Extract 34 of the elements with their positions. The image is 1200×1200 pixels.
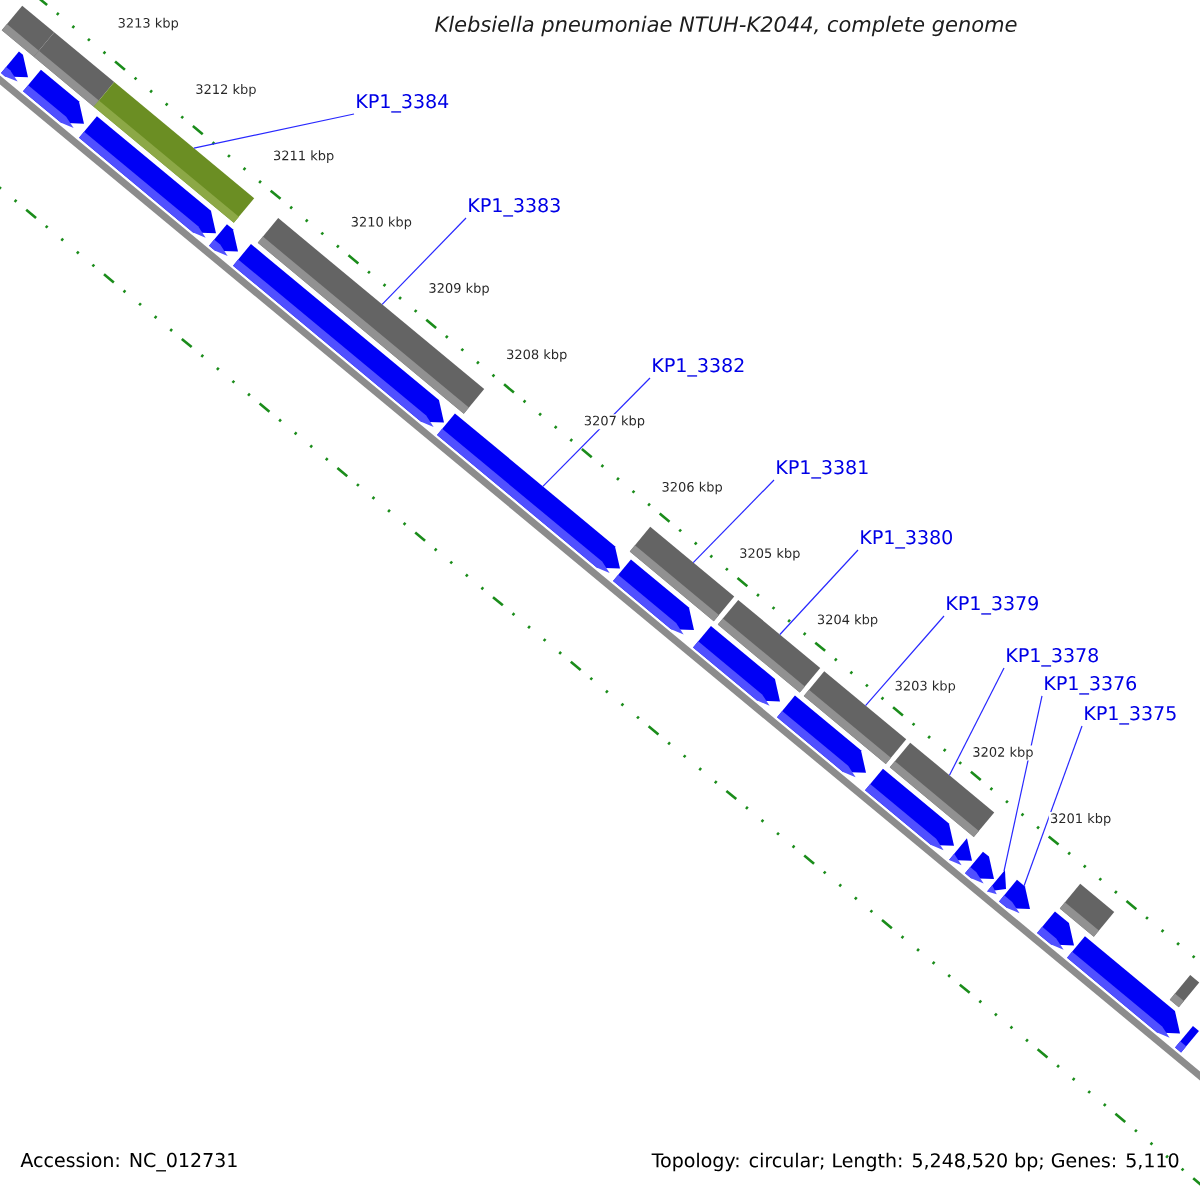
gene-block xyxy=(1067,936,1180,1038)
gene-bar xyxy=(33,32,115,107)
gene-label: KP1_3379 xyxy=(947,596,1038,615)
leader-line xyxy=(1023,725,1083,887)
title: Klebsiella pneumoniae NTUH-K2044, complete genome xyxy=(435,15,1017,37)
gene-block xyxy=(949,838,972,866)
gene-label: KP1_3383 xyxy=(469,198,560,217)
gene-block xyxy=(1037,911,1074,950)
gene-block xyxy=(1175,1025,1199,1053)
gene-bar xyxy=(629,526,735,622)
gene-bar xyxy=(1059,883,1115,937)
gene-label: KP1_3378 xyxy=(1007,648,1098,667)
leader-line xyxy=(381,217,467,305)
gene-block xyxy=(209,224,238,256)
footer-text: Accession: NC_012731 xyxy=(20,1152,237,1172)
gene-block xyxy=(999,879,1030,914)
gene-block xyxy=(437,413,620,573)
gene-label: KP1_3382 xyxy=(653,358,744,377)
leader-line xyxy=(193,113,355,149)
leader-line xyxy=(779,549,859,636)
gene-label: KP1_3384 xyxy=(357,94,449,113)
gene-bar xyxy=(1169,975,1200,1008)
leader-line xyxy=(948,667,1005,776)
footer-text: Topology: circular; Length: 5,248,520 bp; Genes: 5,110 xyxy=(651,1152,1179,1172)
gene-block xyxy=(1,51,28,82)
gene-block xyxy=(987,869,1006,895)
leader-line xyxy=(864,615,945,707)
leader-line xyxy=(1003,695,1043,872)
gene-label: KP1_3380 xyxy=(861,530,952,549)
gene-label: KP1_3375 xyxy=(1085,706,1176,725)
gene-label: KP1_3381 xyxy=(777,460,868,479)
gene-bar xyxy=(717,599,821,693)
leader-line xyxy=(692,479,775,564)
gene-label: KP1_3376 xyxy=(1045,676,1137,695)
